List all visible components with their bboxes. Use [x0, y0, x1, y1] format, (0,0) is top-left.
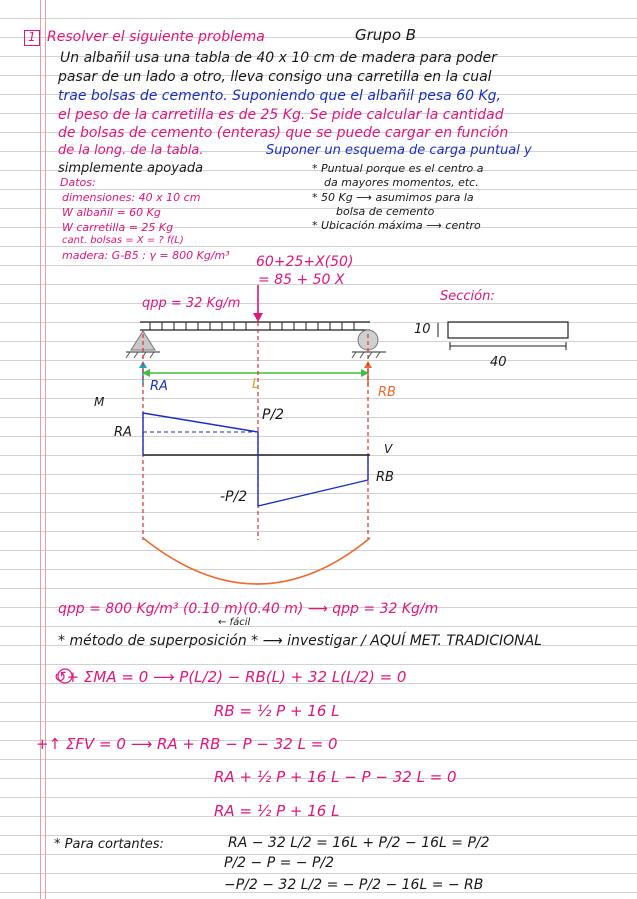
shear-value-positive: P/2 — [262, 407, 285, 423]
arrow-head-icon — [253, 313, 263, 322]
equation-note: ← fácil — [218, 617, 251, 628]
section-rectangle — [447, 321, 569, 339]
equation-line: qpp = 800 Kg/m³ (0.10 m)(0.40 m) ⟶ qpp =… — [58, 601, 439, 617]
equation-line: RA − 32 L/2 = 16L + P/2 − 16L = P/2 — [228, 835, 490, 851]
reaction-a-label: RA — [150, 379, 168, 394]
shear-diagram — [142, 412, 369, 507]
load-label: = 85 + 50 X — [258, 272, 345, 288]
section-title: Sección: — [440, 289, 495, 304]
ra-shear-label: RA — [114, 425, 132, 440]
problem-number-box — [24, 30, 40, 46]
pin-support-icon — [130, 330, 156, 351]
equation-line: ↺+ ΣMA = 0 ⟶ P(L/2) − RB(L) + 32 L(L/2) … — [54, 668, 407, 686]
section-height-label: 10 — [414, 322, 431, 337]
shear-axis-label: V — [384, 442, 393, 456]
equation-line: +↑ ΣFV = 0 ⟶ RA + RB − P − 32 L = 0 — [36, 735, 338, 753]
statement-line: Suponer un esquema de carga puntual y — [266, 143, 532, 158]
instruction: Resolver el siguiente problema — [47, 29, 265, 45]
moment-diagram — [142, 537, 371, 585]
statement-line: simplemente apoyada — [58, 161, 204, 176]
datos-line: W albañil = 60 Kg — [62, 206, 161, 219]
equation-line: * método de superposición * ⟶ investigar… — [58, 633, 542, 649]
reaction-b-label: RB — [378, 385, 396, 400]
equation-line: RA = ½ P + 16 L — [214, 802, 340, 820]
note-line: * Ubicación máxima ⟶ centro — [312, 219, 481, 232]
datos-line: W carretilla = 25 Kg — [62, 221, 174, 234]
note-line: * 50 Kg ⟶ asumimos para la — [312, 191, 474, 204]
moment-axis-label: M — [94, 395, 105, 409]
equation-line: P/2 − P = − P/2 — [224, 855, 335, 871]
statement-line: de bolsas de cemento (enteras) que se pu… — [58, 125, 509, 141]
problem-number: 1 — [28, 30, 36, 44]
load-label: 60+25+X(50) — [256, 254, 354, 270]
span-label: L — [252, 377, 260, 392]
moment-sign-icon — [57, 668, 73, 684]
equation-line: RA + ½ P + 16 L − P − 32 L = 0 — [214, 768, 457, 786]
rb-shear-label: RB — [376, 470, 394, 485]
datos-title: Datos: — [60, 176, 96, 189]
statement-line: el peso de la carretilla es de 25 Kg. Se… — [58, 107, 504, 123]
note-line: bolsa de cemento — [336, 205, 435, 218]
note-line: da mayores momentos, etc. — [324, 176, 479, 189]
statement-line: pasar de un lado a otro, lleva consigo u… — [58, 69, 492, 85]
statement-line: de la long. de la tabla. — [58, 143, 204, 158]
dashed-guides — [142, 322, 369, 540]
equation-line: −P/2 − 32 L/2 = − P/2 − 16L = − RB — [224, 877, 484, 893]
margin-line — [40, 0, 41, 899]
statement-line: trae bolsas de cemento. Suponiendo que e… — [58, 88, 501, 104]
shear-value-negative: -P/2 — [220, 489, 248, 505]
roller-support-icon — [357, 329, 379, 351]
equation-line: RB = ½ P + 16 L — [214, 702, 340, 720]
note-line: * Puntual porque es el centro a — [312, 162, 484, 175]
beam-ticks — [149, 322, 355, 330]
margin-line — [45, 0, 46, 899]
statement-line: Un albañil usa una tabla de 40 x 10 cm d… — [60, 50, 497, 66]
section-width-label: 40 — [490, 355, 507, 370]
datos-line: madera: G-B5 : γ = 800 Kg/m³ — [62, 249, 230, 262]
group-label: Grupo B — [355, 26, 417, 44]
cortantes-label: * Para cortantes: — [54, 837, 164, 852]
datos-line: cant. bolsas = X = ? f(L) — [62, 235, 184, 246]
qpp-label: qpp = 32 Kg/m — [142, 296, 241, 311]
datos-line: dimensiones: 40 x 10 cm — [62, 191, 201, 204]
